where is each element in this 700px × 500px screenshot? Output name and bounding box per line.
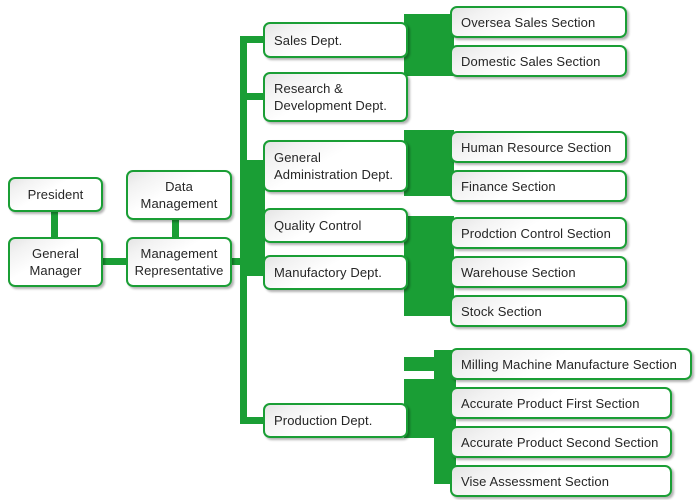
trunk-block-middle (240, 160, 265, 273)
connector-trunk-to-manufactory-dept (240, 269, 266, 276)
node-general-administration-dept-label-line1: General (274, 150, 321, 165)
node-president[interactable]: President (8, 177, 103, 212)
connector-general-manager-to-management-representative (101, 258, 129, 265)
node-prodction-control-section[interactable]: Prodction Control Section (450, 217, 627, 249)
node-quality-control[interactable]: Quality Control (263, 208, 408, 243)
node-milling-machine-manufacture-section-label: Milling Machine Manufacture Section (461, 356, 677, 372)
node-oversea-sales-section[interactable]: Oversea Sales Section (450, 6, 627, 38)
node-data-management[interactable]: Data Management (126, 170, 232, 220)
node-production-dept-label: Production Dept. (274, 413, 373, 428)
node-accurate-product-second-section[interactable]: Accurate Product Second Section (450, 426, 672, 458)
connector-manufactory-dept-step (422, 286, 454, 316)
node-research-development-dept-label-line1: Research & (274, 81, 343, 96)
connector-trunk-to-quality-control (240, 222, 266, 229)
node-sales-dept[interactable]: Sales Dept. (263, 22, 408, 58)
node-president-label: President (27, 187, 84, 202)
node-sales-dept-label: Sales Dept. (274, 32, 343, 48)
node-domestic-sales-section[interactable]: Domestic Sales Section (450, 45, 627, 77)
node-finance-section[interactable]: Finance Section (450, 170, 627, 202)
connector-production-dept-arm-upper (404, 357, 440, 371)
node-data-management-label-line2: Management (140, 196, 218, 211)
connector-president-to-general-manager (51, 210, 58, 239)
node-general-administration-dept-label-line2: Administration Dept. (274, 167, 394, 182)
node-research-development-dept-label-line2: Development Dept. (274, 98, 387, 113)
node-human-resource-section-label: Human Resource Section (461, 139, 612, 155)
connector-trunk-to-research-development-dept (240, 93, 266, 100)
node-vise-assessment-section-label: Vise Assessment Section (461, 473, 610, 489)
connector-data-management-to-management-representative (172, 218, 179, 239)
node-oversea-sales-section-label: Oversea Sales Section (461, 14, 596, 30)
node-production-dept[interactable]: Production Dept. (263, 403, 408, 438)
node-manufactory-dept[interactable]: Manufactory Dept. (263, 255, 408, 290)
connector-production-dept-arm-box (404, 393, 440, 438)
node-warehouse-section[interactable]: Warehouse Section (450, 256, 627, 288)
node-general-manager[interactable]: General Manager (8, 237, 103, 287)
connector-general-administration-dept-to-sections (404, 130, 454, 196)
node-quality-control-label: Quality Control (274, 218, 362, 233)
node-warehouse-section-label: Warehouse Section (461, 264, 576, 280)
connector-trunk-to-production-dept (240, 417, 266, 424)
connector-sales-dept-stub (404, 32, 420, 48)
node-manufactory-dept-label: Manufactory Dept. (274, 265, 382, 280)
node-accurate-product-first-section[interactable]: Accurate Product First Section (450, 387, 672, 419)
connector-trunk-to-sales-dept (240, 36, 266, 43)
node-finance-section-label: Finance Section (461, 178, 556, 194)
node-human-resource-section[interactable]: Human Resource Section (450, 131, 627, 163)
node-general-administration-dept[interactable]: General Administration Dept. (263, 140, 408, 192)
node-prodction-control-section-label: Prodction Control Section (461, 225, 611, 241)
node-stock-section-label: Stock Section (461, 303, 542, 319)
node-stock-section[interactable]: Stock Section (450, 295, 627, 327)
node-data-management-label-line1: Data (165, 179, 193, 194)
node-research-development-dept[interactable]: Research & Development Dept. (263, 72, 408, 122)
node-general-manager-label-line1: General (32, 246, 79, 261)
node-accurate-product-second-section-label: Accurate Product Second Section (461, 434, 659, 450)
node-vise-assessment-section[interactable]: Vise Assessment Section (450, 465, 672, 497)
node-management-representative-label-line1: Management (140, 246, 218, 261)
node-accurate-product-first-section-label: Accurate Product First Section (461, 395, 640, 411)
node-management-representative[interactable]: Management Representative (126, 237, 232, 287)
node-general-manager-label-line2: Manager (29, 263, 82, 278)
node-milling-machine-manufacture-section[interactable]: Milling Machine Manufacture Section (450, 348, 692, 380)
node-domestic-sales-section-label: Domestic Sales Section (461, 53, 601, 69)
connector-trunk-to-general-administration-dept (240, 162, 266, 169)
connector-production-dept-arm-lower (404, 379, 440, 393)
node-management-representative-label-line2: Representative (134, 263, 224, 278)
